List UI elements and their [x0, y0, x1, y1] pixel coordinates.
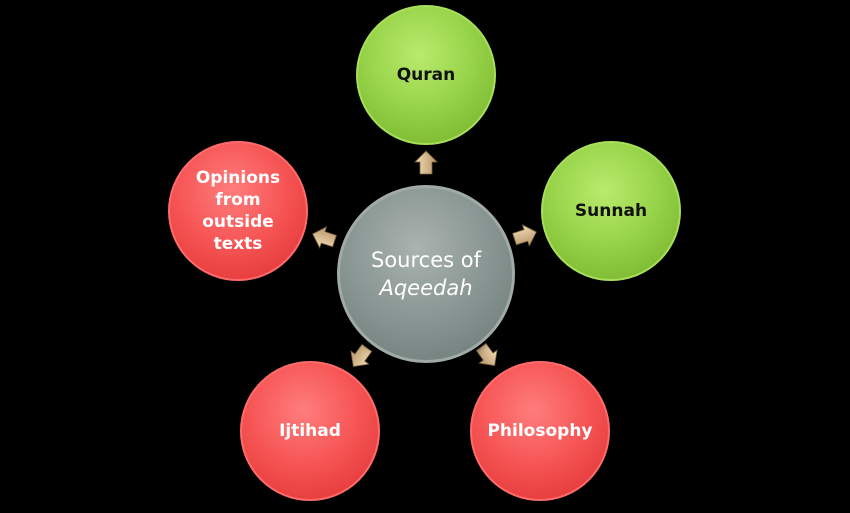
node-sunnah-label: Sunnah	[574, 201, 648, 221]
opinions-line3: outside	[202, 212, 274, 232]
node-opinions-from-outside-texts: Opinions from outside texts	[168, 141, 308, 281]
center-line2: Aqeedah	[379, 276, 473, 300]
center-line1: Sources of	[371, 248, 481, 272]
node-ijtihad: Ijtihad	[240, 361, 380, 501]
opinions-line2: from	[215, 190, 261, 210]
arrow-to-quran	[414, 150, 438, 175]
center-node-label: Sources of Aqeedah	[371, 246, 481, 302]
arrow-to-philosophy	[475, 342, 498, 366]
opinions-line1: Opinions	[195, 168, 281, 188]
arrow-to-sunnah	[512, 224, 537, 247]
opinions-line4: texts	[213, 234, 263, 254]
arrow-to-ijtihad	[350, 343, 373, 367]
node-philosophy-label: Philosophy	[487, 421, 593, 441]
arrow-to-opinions	[312, 226, 337, 249]
node-opinions-label: Opinions from outside texts	[196, 167, 280, 255]
node-philosophy: Philosophy	[470, 361, 610, 501]
node-sunnah: Sunnah	[541, 141, 681, 281]
node-ijtihad-label: Ijtihad	[279, 421, 341, 441]
node-quran-label: Quran	[396, 65, 456, 85]
center-node-sources-of-aqeedah: Sources of Aqeedah	[337, 185, 515, 363]
node-quran: Quran	[356, 5, 496, 145]
